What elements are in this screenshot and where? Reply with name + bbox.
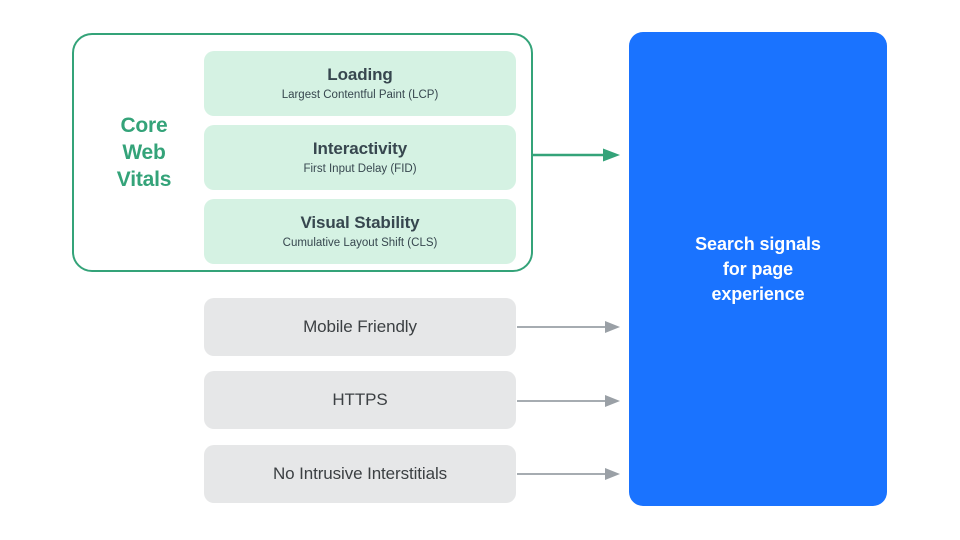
core-web-vitals-group xyxy=(72,33,533,272)
metric-title: Loading xyxy=(327,65,393,84)
core-web-vitals-group-label: Core Web Vitals xyxy=(96,112,192,193)
metric-title: Visual Stability xyxy=(300,213,420,232)
signal-box-mobile-friendly: Mobile Friendly xyxy=(204,298,516,356)
core-web-vitals-label-line-2: Web xyxy=(122,141,166,164)
signal-box-no-intrusive-interstitials: No Intrusive Interstitials xyxy=(204,445,516,503)
search-signals-box: Search signals for page experience xyxy=(629,32,887,506)
signal-label: No Intrusive Interstitials xyxy=(272,464,448,483)
https-arrow xyxy=(517,395,620,407)
core-web-vitals-arrow xyxy=(533,148,620,162)
core-web-vitals-label-line-1: Core xyxy=(120,114,168,137)
signal-box-https: HTTPS xyxy=(204,371,516,429)
search-signals-text: Search signals for page experience xyxy=(695,233,821,304)
signal-label: HTTPS xyxy=(332,390,388,409)
no-intrusive-interstitials-arrow xyxy=(517,468,620,480)
metric-subtitle: Cumulative Layout Shift (CLS) xyxy=(282,237,438,249)
metric-card-interactivity: Interactivity First Input Delay (FID) xyxy=(204,125,516,190)
metric-card-visual-stability: Visual Stability Cumulative Layout Shift… xyxy=(204,199,516,264)
mobile-friendly-arrow xyxy=(517,321,620,333)
metric-subtitle: Largest Contentful Paint (LCP) xyxy=(281,89,439,101)
core-web-vitals-label-line-3: Vitals xyxy=(116,168,172,191)
metric-title: Interactivity xyxy=(312,139,408,158)
metric-subtitle: First Input Delay (FID) xyxy=(303,163,417,175)
metric-card-loading: Loading Largest Contentful Paint (LCP) xyxy=(204,51,516,116)
signal-label: Mobile Friendly xyxy=(303,317,417,336)
